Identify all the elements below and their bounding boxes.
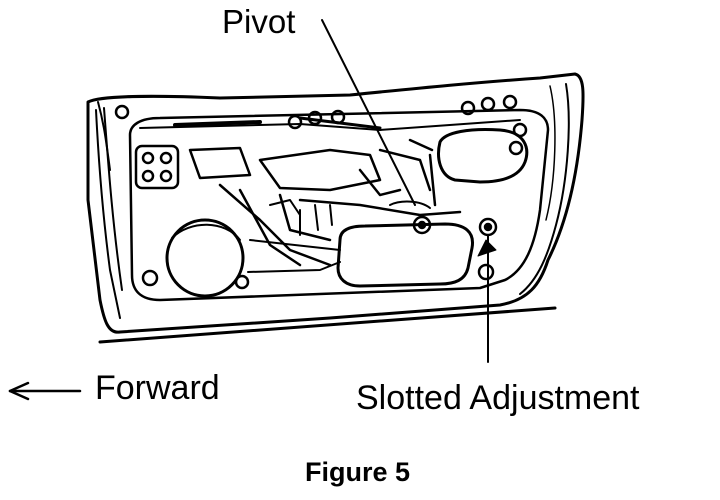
leader-lines [321, 19, 497, 363]
pivot-leader-line [321, 19, 416, 206]
access-openings [336, 128, 529, 288]
left-arrow-icon [8, 381, 82, 401]
fasteners [114, 94, 528, 290]
door-outline [86, 72, 585, 344]
figure-caption: Figure 5 [305, 457, 411, 487]
pivot-label: Pivot [222, 3, 296, 40]
hinge-bracket [134, 144, 180, 190]
speaker-opening [165, 218, 245, 298]
forward-label: Forward [95, 369, 220, 407]
inner-panel [128, 108, 550, 302]
window-regulator [188, 138, 462, 273]
slotted-adjustment-label: Slotted Adjustment [356, 379, 640, 417]
